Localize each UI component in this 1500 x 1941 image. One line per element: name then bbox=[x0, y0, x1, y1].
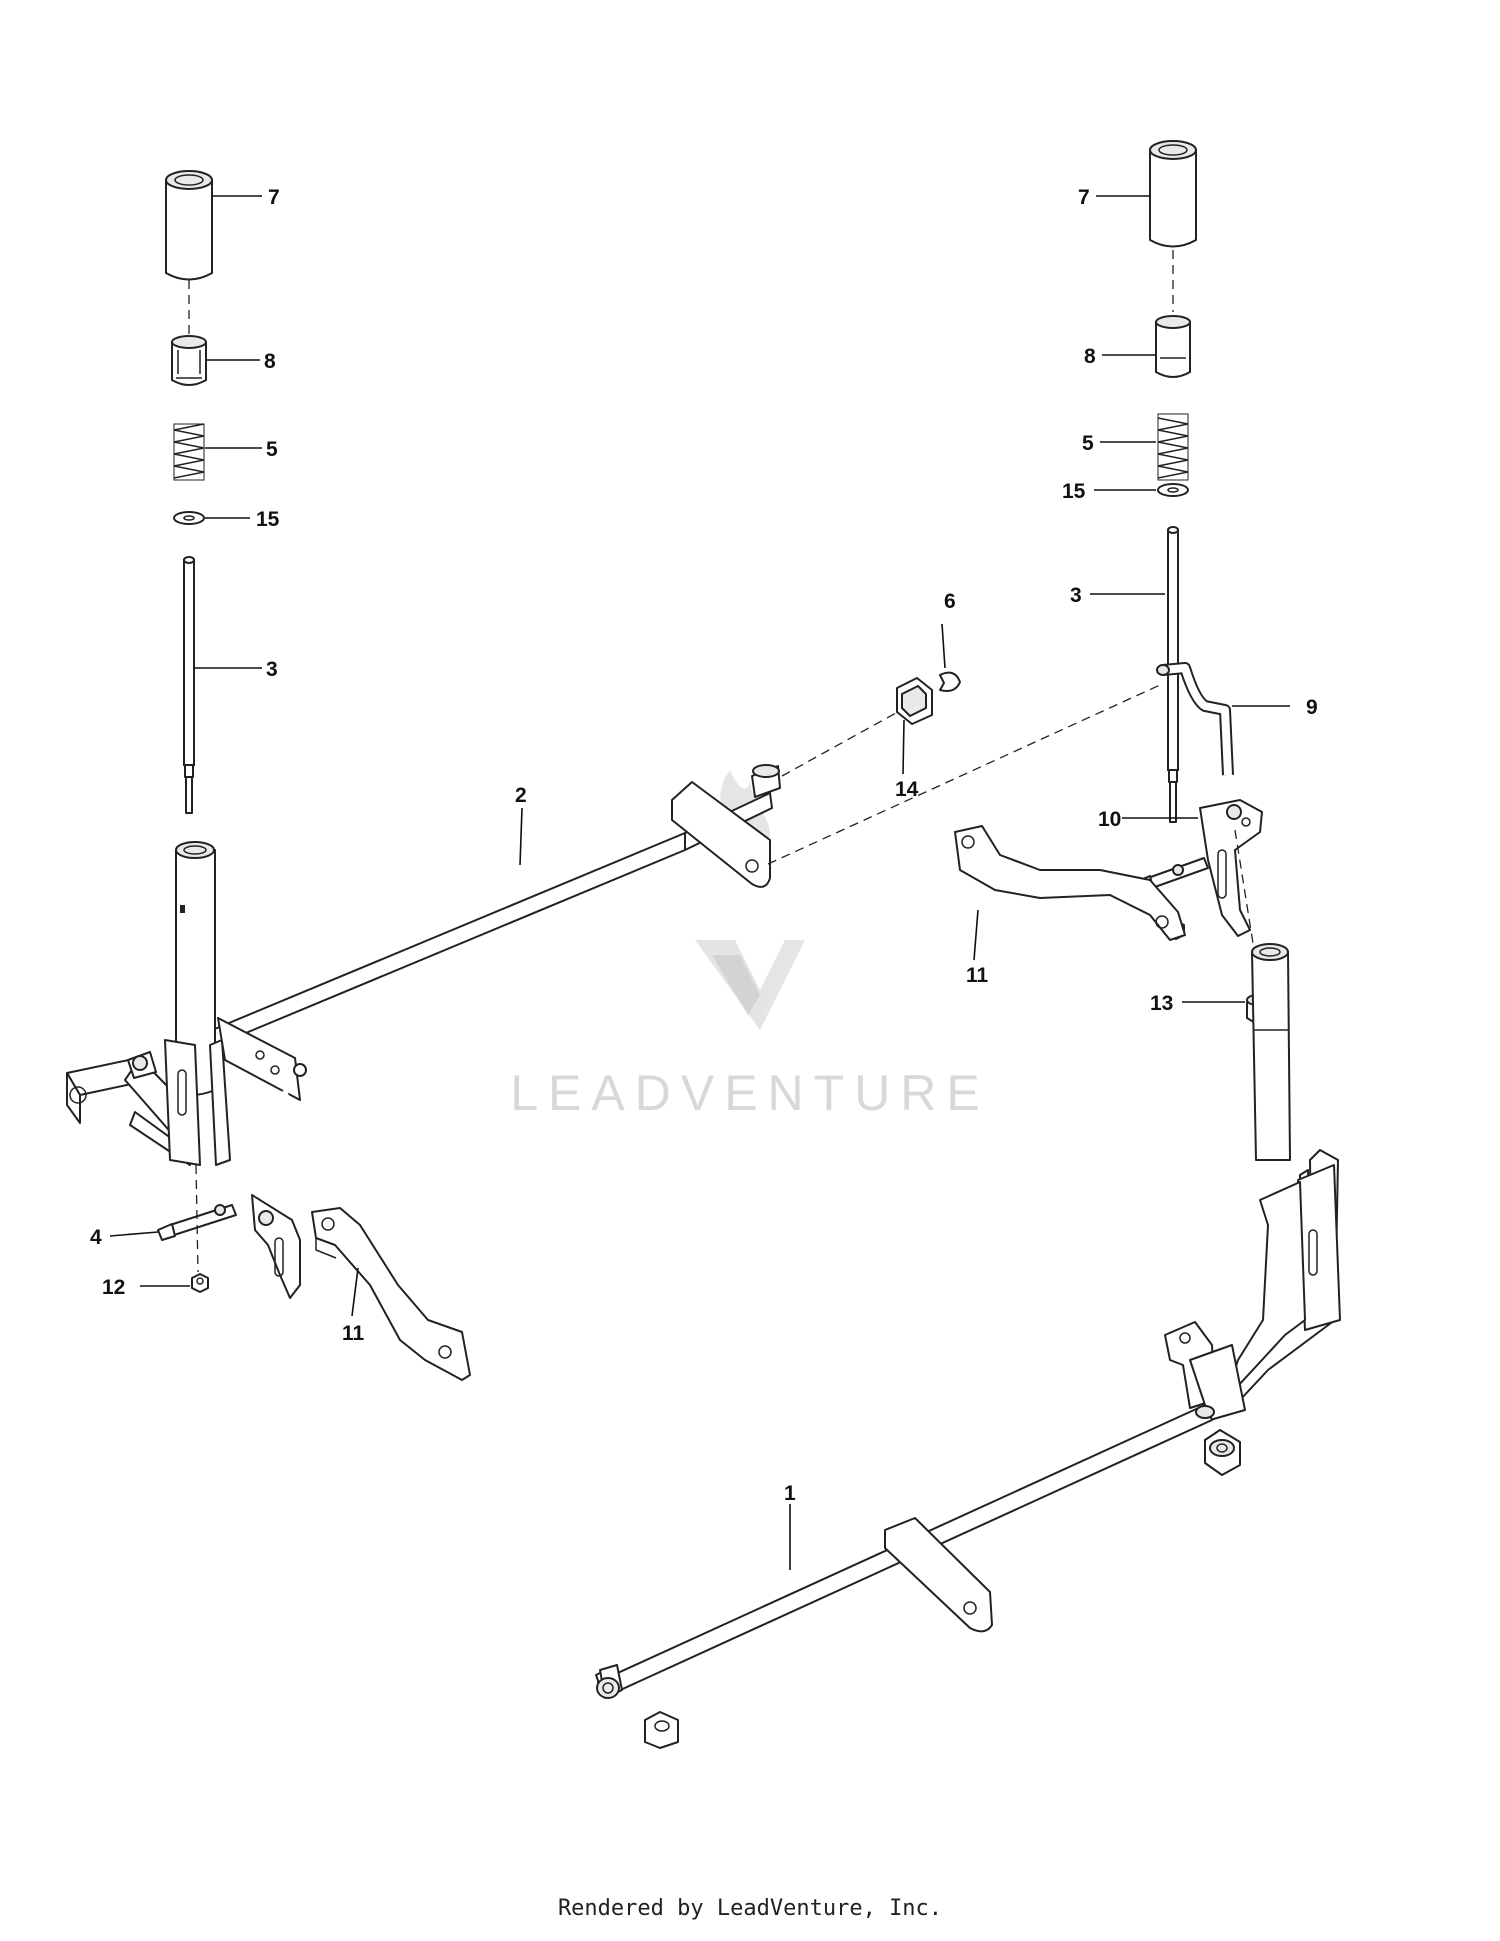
callout-3-left: 3 bbox=[266, 658, 278, 681]
link-rod bbox=[1156, 662, 1234, 776]
callout-13: 13 bbox=[1150, 992, 1173, 1015]
right-mount-bracket bbox=[1164, 1149, 1341, 1421]
watermark-text: LEADVENTURE bbox=[510, 1065, 990, 1121]
leader-lines bbox=[109, 195, 1290, 1570]
callout-15-left: 15 bbox=[256, 508, 280, 531]
left-rod bbox=[183, 556, 195, 814]
callout-15-right: 15 bbox=[1062, 480, 1086, 503]
callout-8-right: 8 bbox=[1084, 345, 1096, 368]
callout-11-left: 11 bbox=[342, 1322, 365, 1345]
main-shaft-end-nut bbox=[644, 1711, 679, 1749]
left-strap bbox=[311, 1207, 471, 1381]
right-spring bbox=[1157, 413, 1189, 481]
right-washer bbox=[1157, 483, 1189, 497]
watermark: LEADVENTURE bbox=[510, 770, 990, 1121]
left-handle-grip bbox=[165, 170, 213, 281]
callout-10: 10 bbox=[1098, 808, 1121, 831]
main-shaft-bushing-right bbox=[1204, 1429, 1241, 1476]
callout-12: 12 bbox=[102, 1276, 125, 1299]
right-handle-insert bbox=[1155, 315, 1191, 378]
bushing-clip bbox=[896, 677, 933, 725]
left-linkage-rod bbox=[242, 1089, 290, 1186]
callout-3-right: 3 bbox=[1070, 584, 1082, 607]
callout-5-left: 5 bbox=[266, 438, 278, 461]
right-handle-grip bbox=[1149, 140, 1197, 248]
left-mount-bracket bbox=[66, 1017, 307, 1166]
left-washer bbox=[173, 511, 205, 525]
right-control-tube bbox=[1251, 943, 1291, 1161]
right-strap bbox=[954, 825, 1186, 941]
callout-14: 14 bbox=[895, 778, 919, 801]
callout-7-right: 7 bbox=[1078, 186, 1090, 209]
callout-11-right: 11 bbox=[966, 964, 989, 987]
callout-8-left: 8 bbox=[264, 350, 276, 373]
main-shaft bbox=[595, 1404, 1215, 1698]
left-handle-insert bbox=[171, 335, 207, 386]
callout-6: 6 bbox=[944, 590, 956, 613]
callout-5-right: 5 bbox=[1082, 432, 1094, 455]
right-pivot-arm bbox=[1199, 799, 1263, 937]
left-pin bbox=[157, 1204, 237, 1241]
right-rod bbox=[1167, 526, 1179, 823]
callout-7-left: 7 bbox=[268, 186, 280, 209]
left-spring bbox=[173, 423, 205, 481]
left-nut bbox=[191, 1273, 209, 1293]
cross-shaft bbox=[204, 764, 781, 1051]
e-ring bbox=[939, 671, 961, 692]
callout-9: 9 bbox=[1306, 696, 1318, 719]
callout-1: 1 bbox=[784, 1482, 796, 1505]
main-shaft-bushing-left bbox=[596, 1664, 623, 1699]
left-pivot-arm bbox=[251, 1194, 301, 1299]
callout-2: 2 bbox=[515, 784, 527, 807]
callout-4: 4 bbox=[90, 1226, 102, 1249]
footer-credit: Rendered by LeadVenture, Inc. bbox=[557, 1896, 943, 1921]
